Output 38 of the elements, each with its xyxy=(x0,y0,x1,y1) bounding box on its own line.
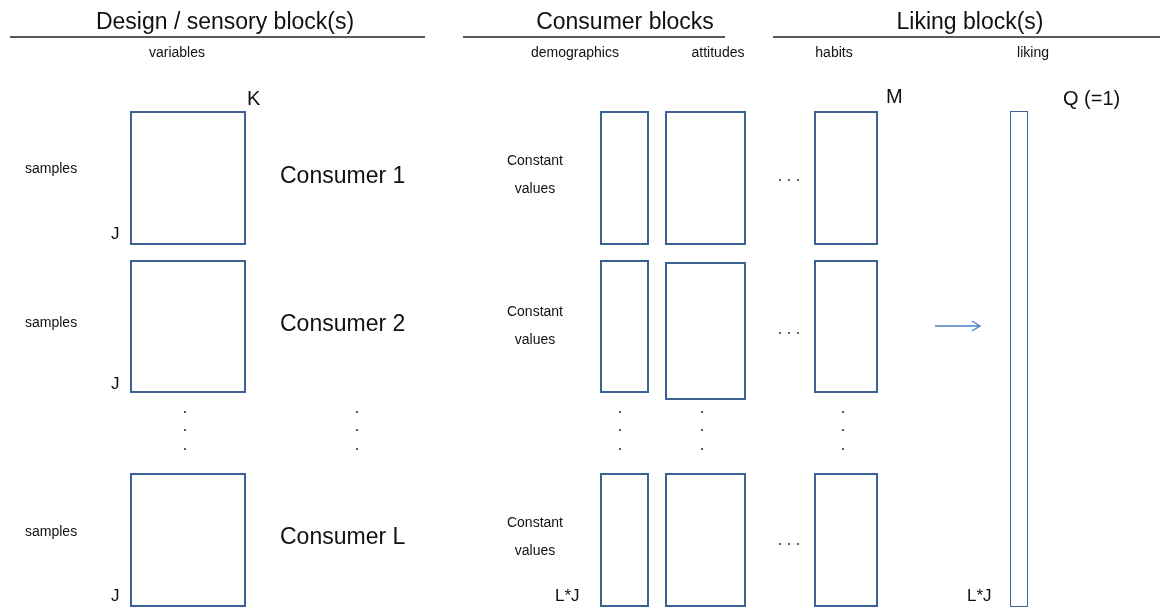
matrix-block xyxy=(665,262,746,400)
row-label: samples xyxy=(25,160,78,177)
row-label: Constant values xyxy=(505,151,564,198)
column-label: demographics xyxy=(531,44,619,61)
matrix-block xyxy=(814,111,878,245)
dimension-letter: J xyxy=(111,224,120,245)
matrix-block xyxy=(814,473,878,607)
matrix-block xyxy=(130,111,246,245)
row-label: samples xyxy=(25,314,78,331)
matrix-block xyxy=(814,260,878,393)
matrix-block xyxy=(600,260,649,393)
matrix-block xyxy=(130,260,246,393)
consumer-label: Consumer 2 xyxy=(280,310,406,338)
section-heading: Consumer blocks xyxy=(536,8,714,36)
dimension-letter: L*J xyxy=(967,586,992,607)
row-label: Constant values xyxy=(505,513,564,560)
consumer-label: Consumer L xyxy=(280,523,406,551)
column-label: variables xyxy=(149,44,205,61)
matrix-block xyxy=(600,473,649,607)
dimension-letter: K xyxy=(247,86,261,110)
column-label: attitudes xyxy=(691,44,745,61)
dimension-letter: J xyxy=(111,586,120,607)
matrix-block xyxy=(665,111,746,245)
column-label: habits xyxy=(815,44,853,61)
matrix-block xyxy=(665,473,746,607)
dimension-letter: L*J xyxy=(555,586,580,607)
consumer-label: Consumer 1 xyxy=(280,162,406,190)
column-block xyxy=(1010,111,1028,607)
matrix-block xyxy=(130,473,246,607)
dimension-letter: J xyxy=(111,374,120,395)
matrix-block xyxy=(600,111,649,245)
dimension-letter: Q (=1) xyxy=(1063,86,1121,110)
row-label: samples xyxy=(25,523,78,540)
dimension-letter: M xyxy=(886,84,903,108)
row-label: Constant values xyxy=(505,302,564,349)
section-heading: Design / sensory block(s) xyxy=(95,8,355,36)
section-heading: Liking block(s) xyxy=(896,8,1044,36)
column-label: liking xyxy=(1017,44,1049,61)
